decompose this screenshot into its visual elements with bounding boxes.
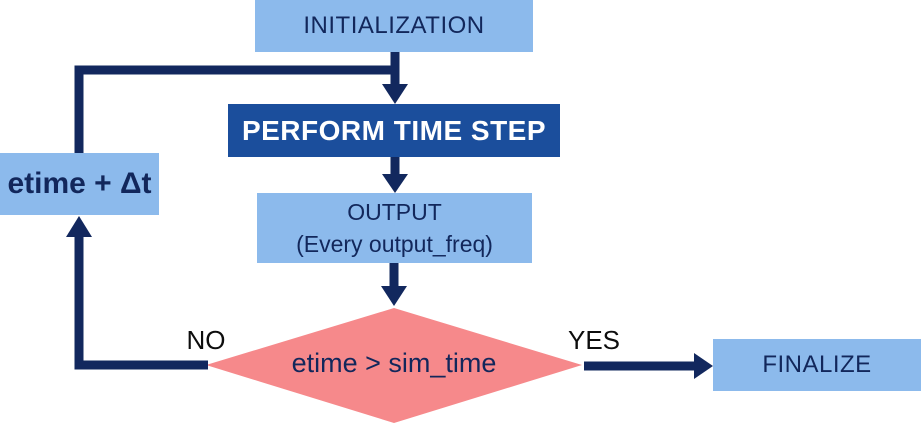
arrowhead-init-to-timestep xyxy=(382,84,408,104)
node-output: OUTPUT (Every output_freq) xyxy=(257,193,532,263)
decision-condition-label: etime > sim_time xyxy=(291,347,497,378)
node-perform-time-step: PERFORM TIME STEP xyxy=(228,104,560,157)
node-increment-label: etime + Δt xyxy=(7,167,152,200)
decision-diamond-shape xyxy=(206,308,582,423)
edge-decision-no-to-increment xyxy=(74,235,208,370)
arrowhead-yes-to-finalize xyxy=(694,353,713,379)
arrowhead-timestep-to-output xyxy=(382,174,408,193)
node-output-sublabel: (Every output_freq) xyxy=(296,231,493,257)
node-perform-time-step-label: PERFORM TIME STEP xyxy=(241,114,547,146)
node-output-label: OUTPUT xyxy=(347,198,442,225)
node-initialization-label: INITIALIZATION xyxy=(303,12,485,39)
node-finalize: FINALIZE xyxy=(713,339,921,391)
branch-label-no: NO xyxy=(186,325,226,355)
arrowhead-output-to-decision xyxy=(381,286,407,306)
node-initialization: INITIALIZATION xyxy=(255,0,533,52)
branch-label-yes: YES xyxy=(567,325,621,355)
edge-increment-to-timestep xyxy=(74,65,397,153)
node-finalize-label: FINALIZE xyxy=(762,351,872,378)
node-increment-etime: etime + Δt xyxy=(0,153,159,215)
arrowhead-no-to-increment xyxy=(66,216,92,237)
